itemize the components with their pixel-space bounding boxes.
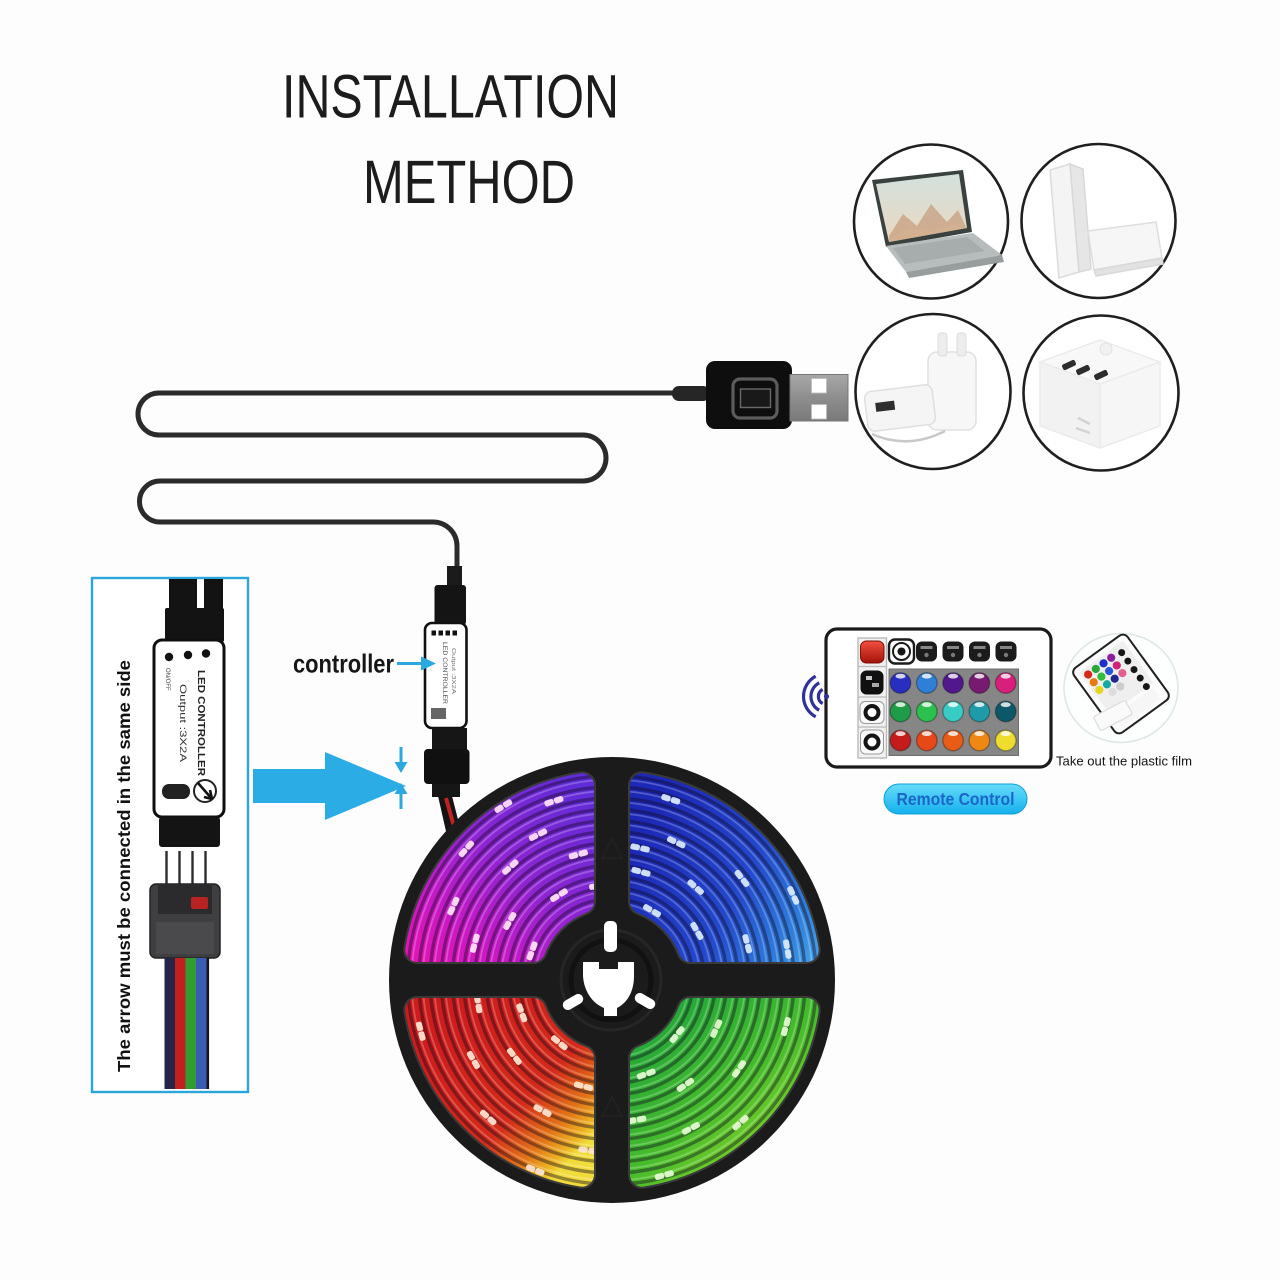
svg-text:LED CONTROLLER: LED CONTROLLER xyxy=(195,670,207,776)
svg-text:Output :3X2A: Output :3X2A xyxy=(450,648,456,695)
svg-text:ON/OFF: ON/OFF xyxy=(164,668,170,691)
svg-text:LED CONTROLLER: LED CONTROLLER xyxy=(441,642,448,705)
svg-text:controller: controller xyxy=(293,649,394,679)
svg-text:Remote Control: Remote Control xyxy=(897,789,1015,809)
svg-text:METHOD: METHOD xyxy=(363,148,575,216)
svg-text:Take out the plastic film: Take out the plastic film xyxy=(1056,755,1192,769)
svg-text:The arrow must be connected in: The arrow must be connected in the same … xyxy=(114,660,134,1072)
svg-text:INSTALLATION: INSTALLATION xyxy=(282,63,619,131)
svg-text:Output :3X2A: Output :3X2A xyxy=(178,684,188,762)
